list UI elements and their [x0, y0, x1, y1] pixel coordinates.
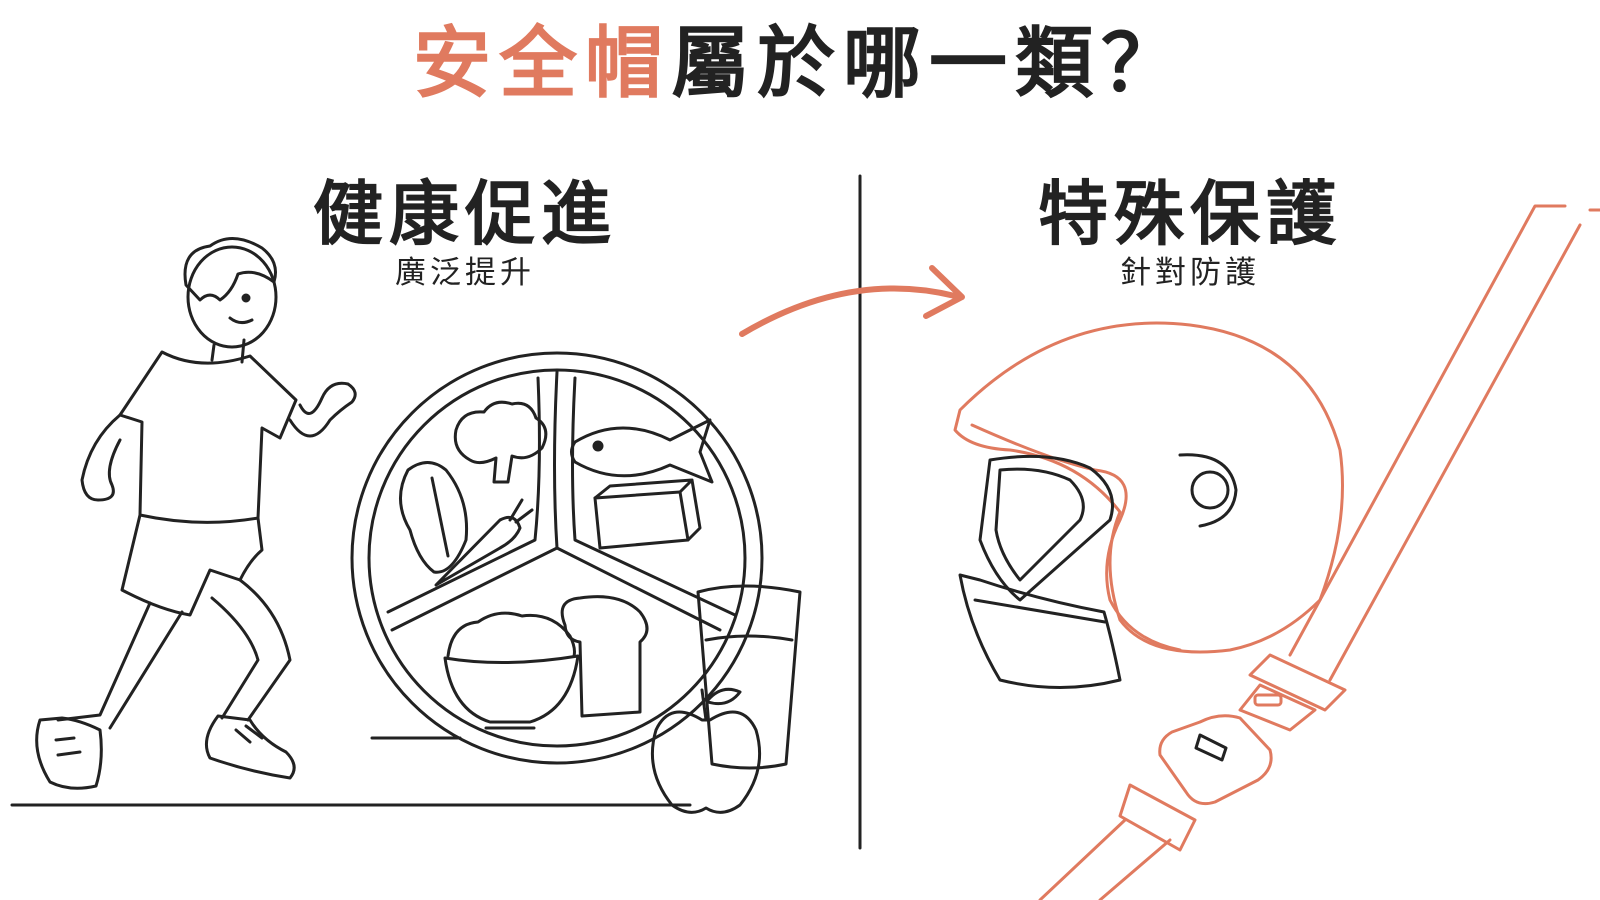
right-section-subtitle: 針對防護 [1120, 255, 1260, 291]
seatbelt-icon [1038, 204, 1600, 900]
food-plate-icon [350, 351, 764, 765]
left-section-subtitle: 廣泛提升 [395, 255, 535, 291]
page-title: 安全帽屬於哪一類？ [0, 19, 1600, 109]
right-section-title: 特殊保護 [1038, 173, 1342, 255]
apple-icon [650, 687, 762, 814]
arrow-icon [739, 265, 965, 337]
drink-glass-icon [696, 584, 802, 770]
title-highlight: 安全帽 [412, 19, 671, 109]
title-rest: 屬於哪一類？ [671, 19, 1188, 109]
helmet-icon [953, 321, 1344, 689]
left-section-title: 健康促進 [313, 173, 617, 255]
runner-icon [35, 237, 357, 790]
